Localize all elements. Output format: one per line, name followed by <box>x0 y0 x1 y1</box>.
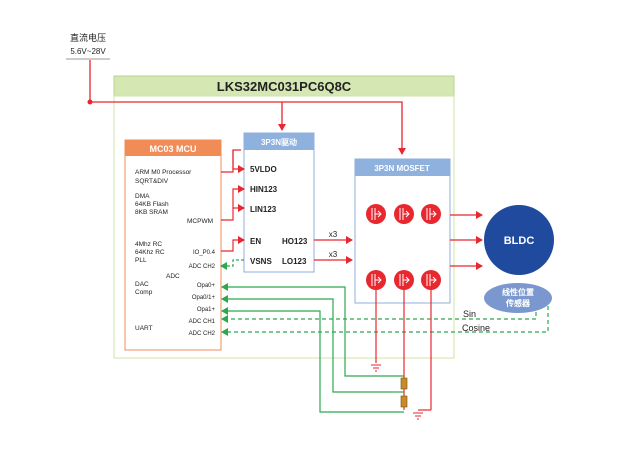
opa0-1-plus-wire <box>221 295 394 393</box>
driver-lin123: LIN123 <box>250 205 277 214</box>
mcu-adc-ch1: ADC CH1 <box>189 319 216 325</box>
mcu-flash: 64KB Flash <box>135 201 169 208</box>
supply-label: 直流电压 <box>70 32 106 43</box>
mcu-processor: ARM M0 Processor <box>135 169 192 176</box>
linear-position-sensor <box>484 283 552 313</box>
mcu-mcpwm: MCPWM <box>187 218 213 225</box>
mcu-clock-64khz: 64Khz RC <box>135 249 165 256</box>
low-side-mosfet-1 <box>366 270 386 290</box>
mcu-adc: ADC <box>166 273 180 280</box>
vsns-adc-wire <box>220 259 244 270</box>
opa0-plus-wire <box>221 283 404 377</box>
mcu-comp: Comp <box>135 289 153 296</box>
mcu-io-p04: IO_P0.4 <box>193 250 216 256</box>
high-side-mosfet-1 <box>366 204 386 224</box>
sin-label: Sin <box>463 309 476 319</box>
high-side-mosfet-3 <box>421 204 441 224</box>
ldo-supply-wire <box>232 150 245 173</box>
mcu-uart: UART <box>135 325 153 332</box>
sensor-label-line2: 传感器 <box>505 298 531 308</box>
mosfet-header-bg <box>355 159 450 176</box>
mcu-header: MC03 MCU <box>149 144 196 154</box>
mcu-opa0-plus: Opa0+ <box>197 283 216 289</box>
mcu-adc-ch2-top: ADC CH2 <box>189 264 216 270</box>
mcu-opa0-1-plus: Opa0/1+ <box>192 295 216 301</box>
ground-icon-2 <box>413 412 423 420</box>
mcu-clock-4mhz: 4Mhz RC <box>135 241 162 248</box>
driver-en: EN <box>250 237 261 246</box>
mosfet-header: 3P3N MOSFET <box>374 164 430 173</box>
driver-hin123: HIN123 <box>250 185 278 194</box>
x3-top-label: x3 <box>329 230 338 239</box>
mcu-header-bg <box>125 140 221 156</box>
low-side-mosfet-2 <box>394 270 414 290</box>
sensor-label-line1: 线性位置 <box>502 287 534 297</box>
cosine-label: Cosine <box>462 323 490 333</box>
bldc-motor <box>484 205 554 275</box>
sin-signal-wire <box>221 312 537 323</box>
mcu-sqrt-div: SQRT&DIV <box>135 178 169 185</box>
driver-ho123: HO123 <box>282 237 308 246</box>
driver-header: 3P3N驱动 <box>261 137 297 147</box>
driver-lo123: LO123 <box>282 257 307 266</box>
opa1-plus-wire <box>221 307 404 413</box>
supply-junction <box>87 99 93 105</box>
x3-bottom-label: x3 <box>329 250 338 259</box>
supply-to-mosfet-wire <box>89 60 406 155</box>
chip-title: LKS32MC031PC6Q8C <box>217 79 352 94</box>
chip-boundary <box>113 95 455 359</box>
shunt-resistor-2 <box>400 395 408 408</box>
mcu-pll: PLL <box>135 257 147 264</box>
mcu-sram: 8KB SRAM <box>135 209 168 216</box>
mcu-opa1-plus: Opa1+ <box>197 307 216 313</box>
low-side-mosfet-3 <box>421 270 441 290</box>
driver-5vldo: 5VLDO <box>250 165 277 174</box>
shunt-resistor-1 <box>400 377 408 390</box>
high-side-mosfet-2 <box>394 204 414 224</box>
driver-vsns: VSNS <box>250 257 272 266</box>
mcpwm-hin-wire <box>221 185 245 221</box>
mcu-adc-ch2-bottom: ADC CH2 <box>189 331 216 337</box>
cosine-signal-wire <box>221 306 549 336</box>
mcu-dma: DMA <box>135 193 150 200</box>
ground-icon-1 <box>371 364 381 372</box>
bldc-label: BLDC <box>504 235 535 247</box>
supply-range: 5.6V~28V <box>70 47 106 56</box>
io-en-wire <box>221 236 245 252</box>
mcu-dac: DAC <box>135 281 149 288</box>
driver-header-bg <box>244 133 314 150</box>
driver-block <box>243 132 315 273</box>
